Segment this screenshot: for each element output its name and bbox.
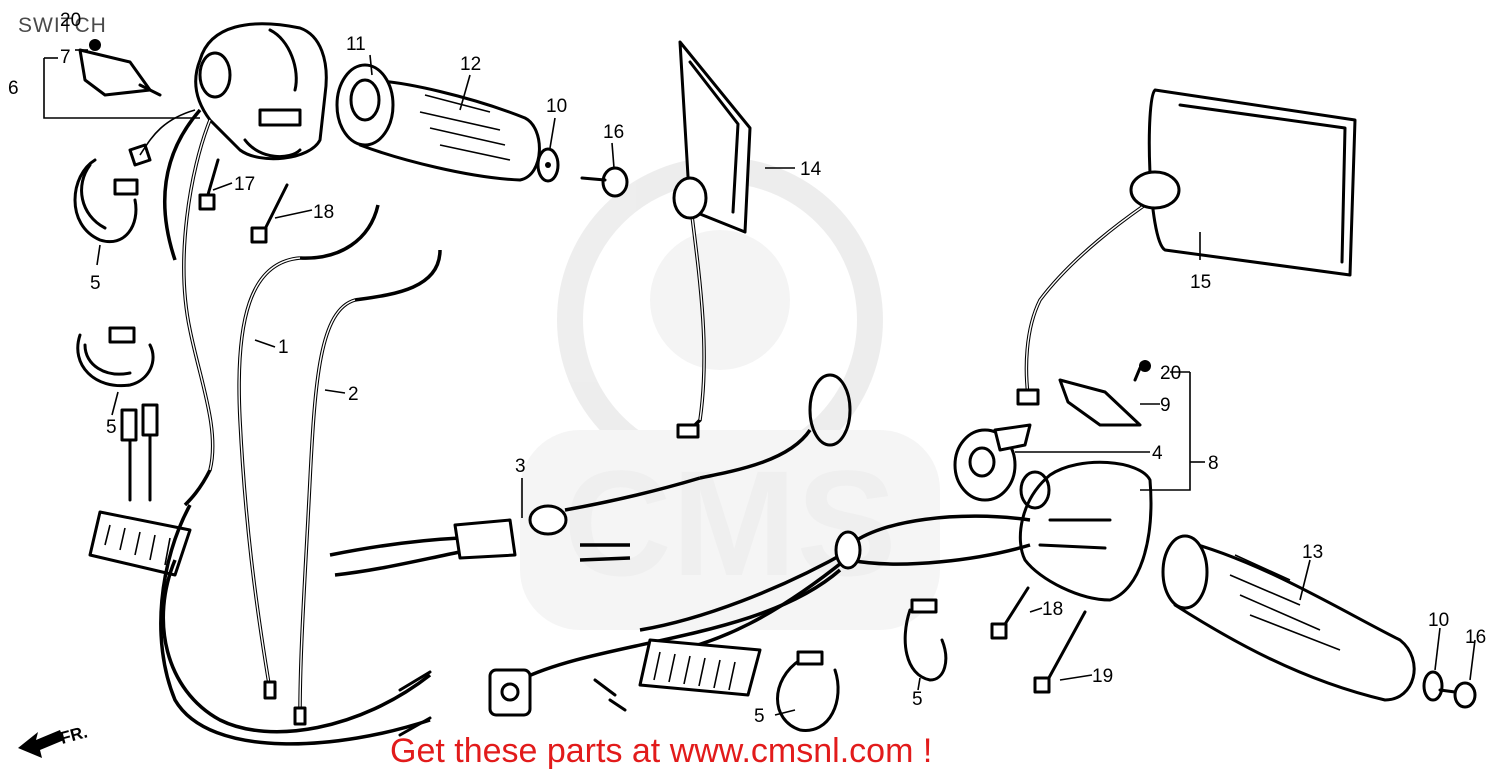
left-wiring-harness <box>88 108 215 577</box>
callout-5-bottom: 5 <box>754 706 765 727</box>
bolt-18-left <box>250 183 289 244</box>
callout-labels: 1 2 3 4 5 5 5 5 6 7 8 9 10 10 11 12 13 1… <box>8 10 1486 727</box>
band-clamp-right-lower <box>903 598 948 682</box>
watermark-logo: CMS <box>520 157 940 630</box>
callout-5-lower-left: 5 <box>106 417 117 438</box>
footer-link-text[interactable]: Get these parts at www.cmsnl.com ! <box>390 732 933 770</box>
washer-10-right <box>1422 670 1444 702</box>
callout-14: 14 <box>800 159 822 180</box>
part-4 <box>953 423 1032 502</box>
front-direction-indicator: FR. <box>18 722 89 758</box>
callout-13: 13 <box>1302 542 1323 563</box>
front-arrow-icon <box>18 730 64 758</box>
callout-18-right: 18 <box>1042 599 1063 620</box>
clutch-cable-loop <box>159 504 432 746</box>
bolt-16-right <box>1438 681 1477 709</box>
screw-20-right <box>1133 360 1151 382</box>
diagram-title: SWITCH <box>18 14 107 37</box>
throttle-cable-1 <box>237 204 380 700</box>
band-clamp-bottom <box>776 650 840 732</box>
callout-19: 19 <box>1092 666 1113 687</box>
callout-5-upper-left: 5 <box>90 273 101 294</box>
callout-2: 2 <box>348 384 359 405</box>
callout-20-right: 20 <box>1160 363 1181 384</box>
right-wiring-harness <box>488 514 1031 717</box>
front-direction-label: FR. <box>58 722 89 747</box>
callout-12: 12 <box>460 54 481 75</box>
bolt-16-left <box>580 166 629 198</box>
callout-11: 11 <box>346 34 366 55</box>
mirror-15 <box>1016 88 1357 406</box>
callout-5-right: 5 <box>912 689 923 710</box>
left-switch-housing <box>194 22 328 161</box>
throttle-cable-2 <box>293 249 442 726</box>
band-clamp-lower-left <box>76 326 155 388</box>
callout-20-left: 20 <box>60 10 81 31</box>
part-7-bracket <box>78 39 162 97</box>
callout-18-left: 18 <box>313 202 334 223</box>
callout-7: 7 <box>60 47 71 68</box>
right-switch-housing <box>1018 460 1153 602</box>
leader-lines <box>43 49 1476 716</box>
callout-6: 6 <box>8 78 19 99</box>
grip-13 <box>1161 534 1416 702</box>
washer-10-left <box>536 147 560 183</box>
part-9-bracket <box>1058 378 1142 427</box>
bolt-19 <box>1033 610 1087 694</box>
callout-16-left: 16 <box>603 122 624 143</box>
bolt-17 <box>198 158 220 211</box>
callout-10-right: 10 <box>1428 610 1449 631</box>
callout-3: 3 <box>515 456 526 477</box>
callout-15: 15 <box>1190 272 1211 293</box>
callout-1: 1 <box>278 337 289 358</box>
callout-17: 17 <box>234 174 255 195</box>
callout-4: 4 <box>1152 443 1163 464</box>
bolt-18-right <box>990 586 1030 640</box>
callout-10-left: 10 <box>546 96 567 117</box>
callout-8: 8 <box>1208 453 1219 474</box>
throttle-grip-12 <box>335 63 541 182</box>
callout-9: 9 <box>1160 395 1171 416</box>
mirror-14 <box>672 40 752 439</box>
callout-16-right: 16 <box>1465 627 1486 648</box>
band-clamp-upper-left <box>73 158 139 244</box>
watermark-text: CMS <box>563 439 896 607</box>
cable-3 <box>329 373 852 577</box>
